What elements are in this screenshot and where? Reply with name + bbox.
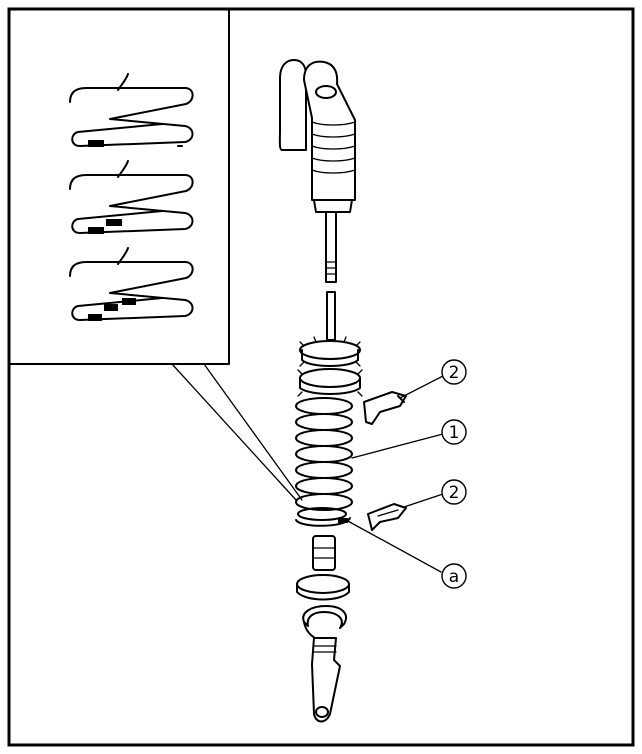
callout-spring: 1 xyxy=(441,419,467,445)
spring-stopper-upper xyxy=(363,391,407,425)
lower-seat xyxy=(296,574,350,601)
spring-guide-clip xyxy=(302,605,347,641)
leader-spring-stopper-upper xyxy=(399,375,444,399)
piston-rod xyxy=(325,211,337,341)
shock-top-mount xyxy=(278,59,356,213)
bump-rubber xyxy=(312,535,336,571)
spring-end-detail-3 xyxy=(69,247,194,321)
leader-spring xyxy=(351,433,444,459)
svg-text:1: 1 xyxy=(449,423,460,443)
lower-clevis xyxy=(311,637,341,723)
svg-text:a: a xyxy=(449,567,459,587)
adjuster-ring-upper xyxy=(299,336,361,367)
leader-spring-stopper-lower xyxy=(403,493,444,508)
adjuster-ring-lower xyxy=(297,368,363,397)
spring-stopper-lower xyxy=(367,503,407,531)
inset-panel xyxy=(8,8,303,501)
callout-spring-stopper-upper: 2 xyxy=(441,359,467,385)
spring-end-detail-2 xyxy=(69,160,194,234)
coil-spring xyxy=(295,397,353,527)
svg-text:2: 2 xyxy=(449,363,460,383)
spring-end-detail-1 xyxy=(69,73,194,147)
callout-spring-end: a xyxy=(441,563,467,589)
leader-spring-end xyxy=(345,519,442,573)
outer-frame xyxy=(7,7,635,747)
svg-text:2: 2 xyxy=(449,483,460,503)
callout-spring-stopper-lower: 2 xyxy=(441,479,467,505)
